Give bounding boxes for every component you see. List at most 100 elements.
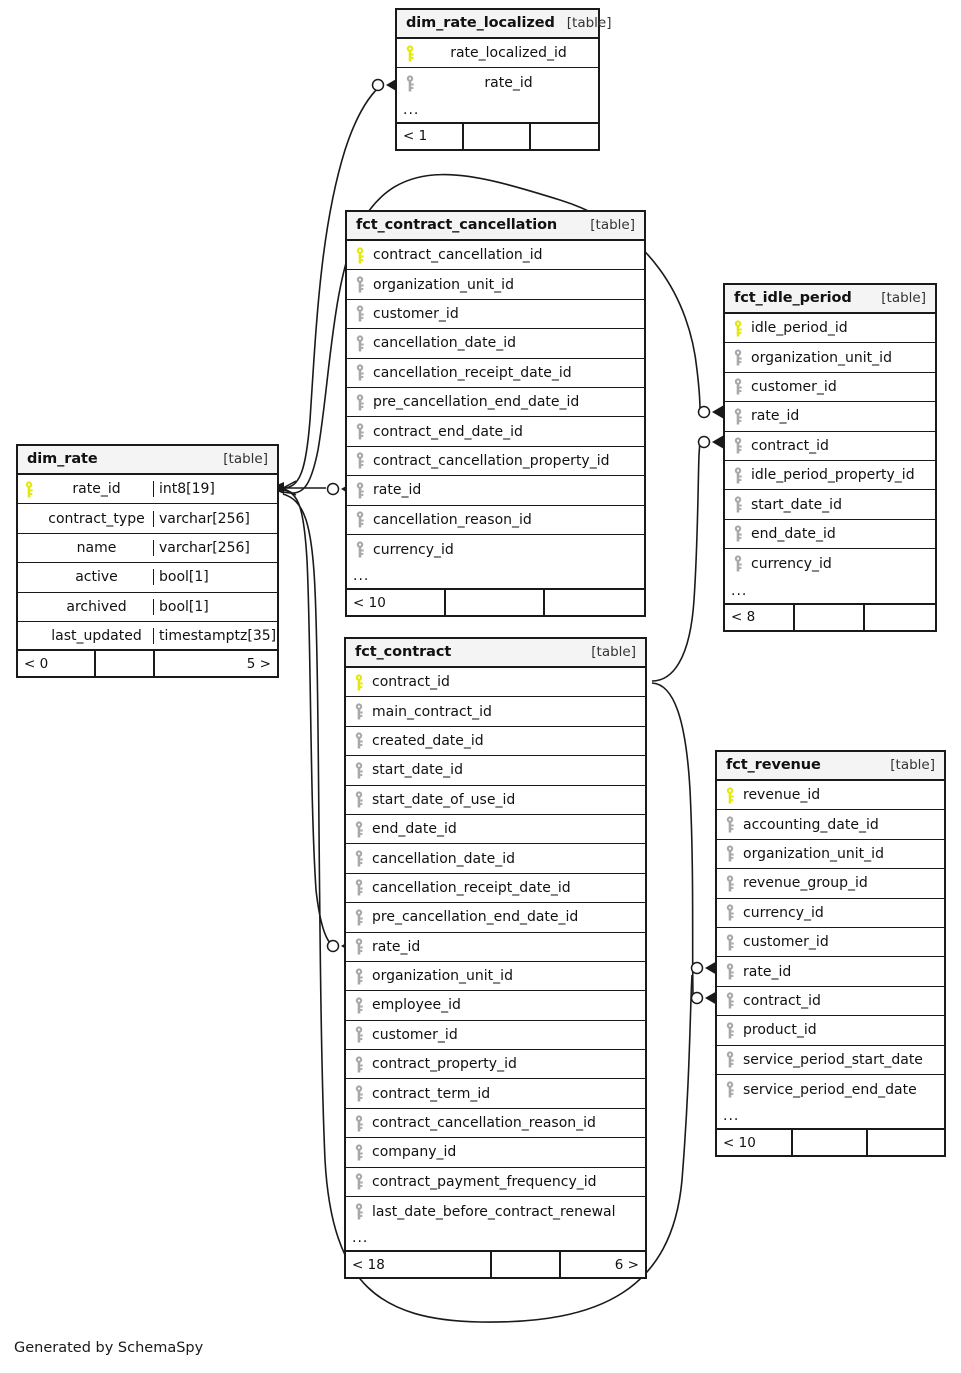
table-row[interactable]: cancellation_receipt_date_id [347,359,644,388]
table-row[interactable]: revenue_group_id [717,869,944,899]
table-row[interactable]: accounting_date_id [717,810,944,840]
column-list: rate_localized_id rate_id [397,39,598,98]
table-row[interactable]: rate_id [347,476,644,506]
table-row[interactable]: currency_id [347,535,644,564]
outgoing-relations-count [531,124,598,149]
table-dim_rate[interactable]: dim_rate [table] rate_id int8[19] contra… [16,444,279,679]
table-row[interactable]: cancellation_date_id [347,329,644,359]
table-row[interactable]: employee_id [346,991,645,1021]
table-row[interactable]: main_contract_id [346,697,645,727]
foreign-key-icon [346,1173,372,1190]
column-name: rate_id [484,75,533,92]
column-name: company_id [372,1144,457,1161]
table-fct_revenue[interactable]: fct_revenue [table] revenue_id accountin… [715,750,946,1158]
primary-key-icon [347,247,373,264]
table-row[interactable]: rate_id [725,402,935,432]
table-row[interactable]: rate_id int8[19] [18,475,277,505]
column-name: name [76,539,117,556]
more-columns-indicator: ... [346,1226,645,1253]
table-footer: < 1 [397,123,598,149]
table-fct_idle_period[interactable]: fct_idle_period [table] idle_period_id o… [723,283,937,632]
table-row[interactable]: rate_id [717,957,944,987]
more-columns-indicator: ... [725,579,935,605]
table-row[interactable]: product_id [717,1016,944,1046]
table-row[interactable]: organization_unit_id [725,343,935,373]
table-row[interactable]: service_period_start_date [717,1046,944,1075]
table-row[interactable]: contract_type varchar[256] [18,504,277,534]
table-footer: < 8 [725,604,935,630]
column-type: bool[1] [153,598,275,615]
table-row[interactable]: currency_id [717,899,944,928]
table-header: dim_rate [table] [18,446,277,475]
table-row[interactable]: currency_id [725,549,935,578]
table-row[interactable]: end_date_id [346,815,645,845]
column-list: revenue_id accounting_date_id organizati… [717,781,944,1104]
table-row[interactable]: end_date_id [725,520,935,550]
table-fct_contract[interactable]: fct_contract [table] contract_id main_co… [344,637,647,1280]
outgoing-relations-count: 5 > [246,655,271,672]
table-row[interactable]: rate_id [346,933,645,962]
table-row[interactable]: active bool[1] [18,563,277,593]
foreign-key-icon [347,394,373,411]
table-row[interactable]: contract_cancellation_property_id [347,447,644,477]
footer-middle [793,1130,869,1156]
table-row[interactable]: organization_unit_id [347,270,644,300]
table-row[interactable]: customer_id [725,373,935,403]
column-name: cancellation_date_id [373,335,516,352]
foreign-key-icon [347,482,373,499]
table-row[interactable]: idle_period_id [725,314,935,344]
table-row[interactable]: start_date_id [725,490,935,520]
table-type-tag: [table] [890,757,935,773]
table-row[interactable]: last_updated timestamptz[35] [18,622,277,652]
edge-fctcontract-to-fctrevenue [651,682,694,1000]
column-name: idle_period_id [751,320,848,337]
table-row[interactable]: start_date_of_use_id [346,786,645,815]
table-row[interactable]: cancellation_reason_id [347,506,644,535]
table-row[interactable]: customer_id [347,300,644,330]
table-row[interactable]: idle_period_property_id [725,461,935,491]
table-row[interactable]: contract_cancellation_id [347,241,644,271]
table-row[interactable]: rate_localized_id [397,39,598,69]
table-row[interactable]: name varchar[256] [18,534,277,564]
table-row[interactable]: pre_cancellation_end_date_id [346,903,645,933]
table-row[interactable]: cancellation_date_id [346,844,645,874]
foreign-key-icon [346,1144,372,1161]
table-row[interactable]: revenue_id [717,781,944,811]
table-row[interactable]: created_date_id [346,727,645,757]
table-row[interactable]: pre_cancellation_end_date_id [347,388,644,418]
table-row[interactable]: customer_id [346,1021,645,1051]
table-row[interactable]: contract_property_id [346,1050,645,1080]
table-title: dim_rate_localized [406,15,555,31]
table-row[interactable]: rate_id [397,68,598,97]
table-row[interactable]: cancellation_receipt_date_id [346,874,645,904]
foreign-key-icon [725,525,751,542]
foreign-key-icon [717,992,743,1009]
table-row[interactable]: customer_id [717,928,944,958]
column-name: customer_id [743,934,829,951]
table-row[interactable]: last_date_before_contract_renewal [346,1197,645,1226]
table-row[interactable]: archived bool[1] [18,593,277,622]
table-row[interactable]: contract_id [346,668,645,698]
column-type: varchar[256] [153,510,275,527]
table-dim_rate_localized[interactable]: dim_rate_localized [table] rate_localize… [395,8,612,151]
table-row[interactable]: contract_term_id [346,1079,645,1109]
outgoing-relations-count: 6 > [614,1256,639,1273]
table-row[interactable]: organization_unit_id [346,962,645,992]
table-row[interactable]: service_period_end_date [717,1075,944,1104]
column-name: start_date_id [751,496,842,513]
column-name: rate_id [72,481,121,498]
table-row[interactable]: contract_id [717,987,944,1017]
table-row[interactable]: organization_unit_id [717,840,944,870]
table-row[interactable]: start_date_id [346,756,645,786]
table-fct_contract_cancellation[interactable]: fct_contract_cancellation [table] contra… [345,210,646,618]
table-row[interactable]: contract_id [725,432,935,461]
column-name: contract_cancellation_reason_id [372,1115,596,1132]
table-row[interactable]: contract_cancellation_reason_id [346,1109,645,1139]
table-row[interactable]: company_id [346,1138,645,1168]
incoming-relations-count: < 10 [717,1130,793,1156]
table-row[interactable]: contract_end_date_id [347,417,644,447]
column-name: start_date_of_use_id [372,791,516,808]
table-row[interactable]: contract_payment_frequency_id [346,1168,645,1198]
footer-middle [795,604,865,630]
table-title: dim_rate [27,451,98,467]
